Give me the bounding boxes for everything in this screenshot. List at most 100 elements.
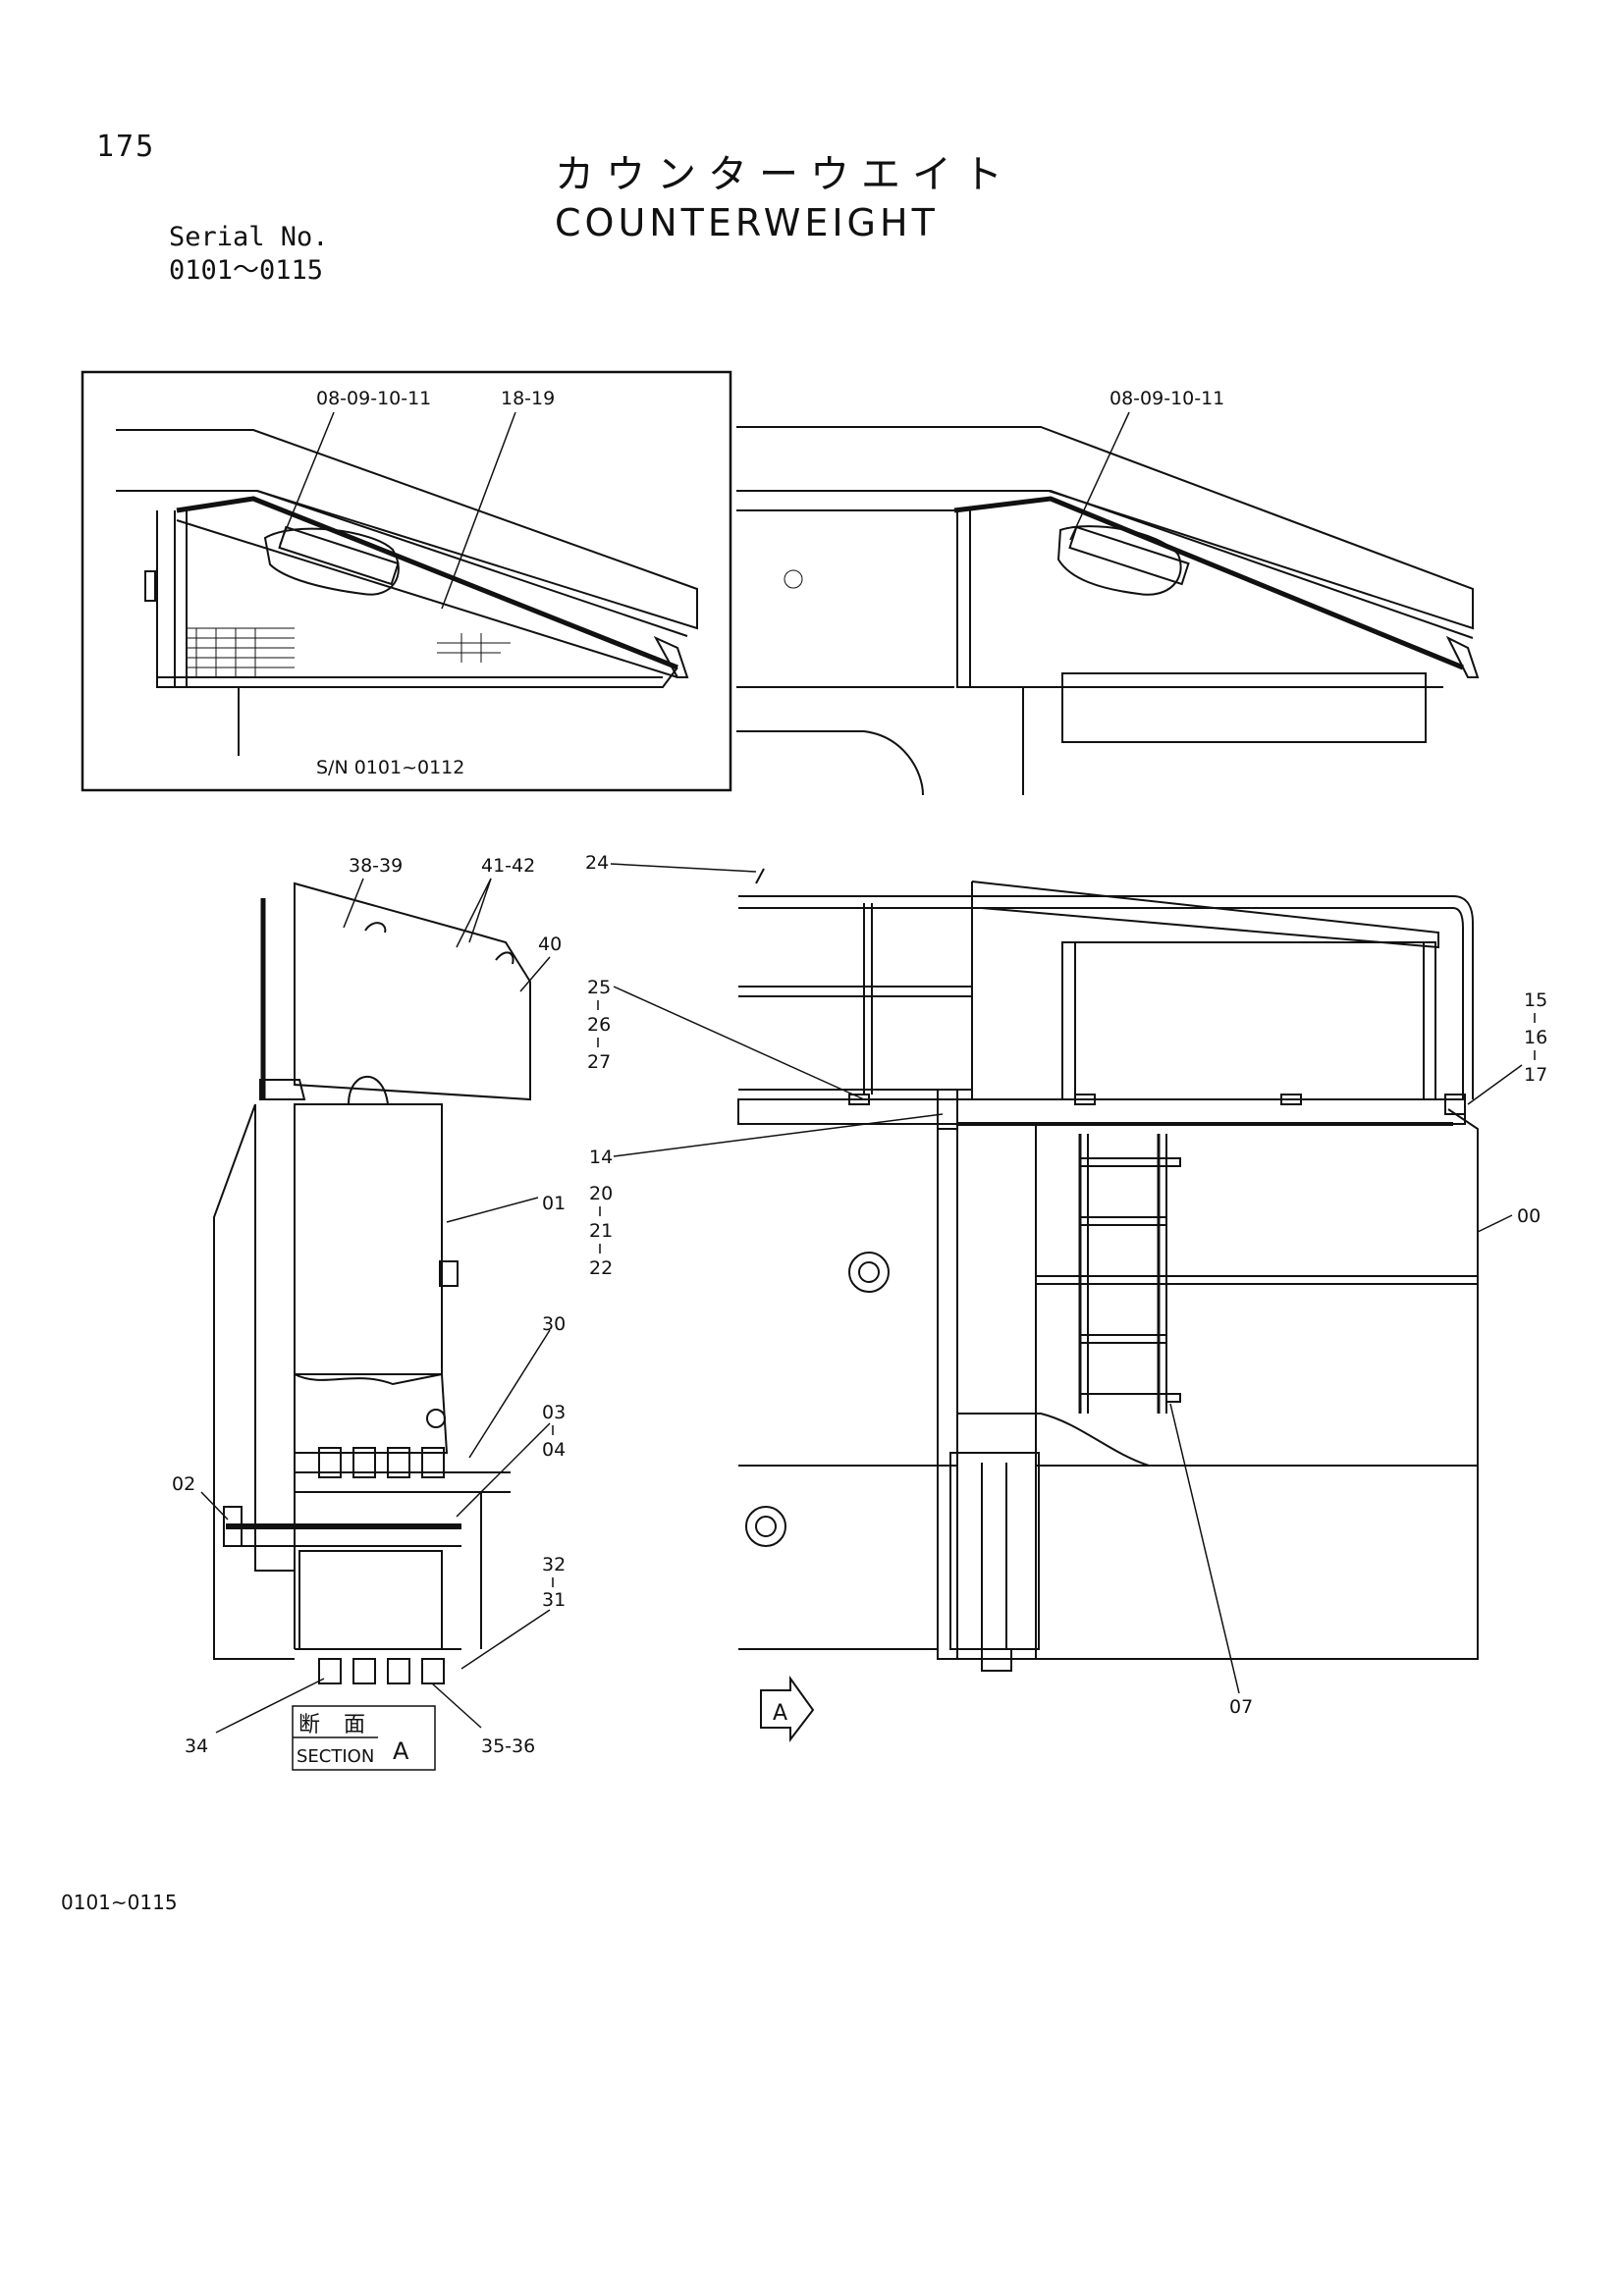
leader-line [431, 1682, 482, 1729]
side-plate [254, 1104, 296, 1572]
bolt [848, 1094, 870, 1105]
bolt [1074, 1094, 1096, 1105]
callout-label: 18-19 [501, 388, 555, 409]
callout-label: 17 [1524, 1064, 1547, 1086]
callout-label: 02 [172, 1473, 195, 1495]
leader-line [1169, 1403, 1240, 1694]
handrail-inner [738, 907, 1464, 1099]
side-latch [144, 570, 156, 602]
section-label-jp: 面 [344, 1713, 365, 1737]
leader-line [446, 1197, 539, 1223]
callout-label: 14 [589, 1147, 613, 1168]
cover-window [1061, 941, 1436, 1100]
slope-beam [953, 496, 1464, 670]
bolt-hole [426, 1409, 446, 1428]
top-cover [971, 881, 1439, 949]
step-box [1061, 672, 1427, 743]
leader-line [613, 986, 865, 1100]
callout-label: 34 [185, 1735, 208, 1757]
body-outline [156, 510, 678, 688]
slope-beam-lower [176, 519, 678, 678]
leader-line [610, 863, 757, 873]
callout-label: 21 [589, 1220, 613, 1242]
leader-line [468, 1329, 551, 1459]
callout-label: 01 [542, 1193, 566, 1214]
callout-label: 31 [542, 1589, 566, 1611]
bolt [1280, 1094, 1302, 1105]
callout-label: 16 [1524, 1027, 1547, 1048]
cover-mount [259, 1079, 306, 1100]
page-title: COUNTERWEIGHT [555, 201, 939, 244]
section-view: 38-39 41-42 40 01 30 03 04 02 32 31 34 3… [172, 855, 566, 1771]
ladder [1078, 1134, 1181, 1414]
callout-label: 24 [585, 852, 609, 874]
leader-line [468, 878, 492, 943]
lifting-eye [848, 1252, 890, 1293]
page-title-japanese: カウンターウエイト [555, 152, 1014, 197]
page-number: 175 [96, 130, 156, 164]
leader-line [441, 411, 516, 610]
callout-label: 40 [538, 934, 562, 955]
callout-label: 08-09-10-11 [1109, 388, 1224, 409]
callout-label: 26 [587, 1014, 611, 1036]
leader-line [1069, 411, 1130, 541]
leader-line [343, 878, 364, 929]
footer-serial-range: 0101~0115 [61, 1891, 178, 1914]
main-view: A 24 25 26 27 14 20 21 22 15 16 17 00 07 [585, 852, 1547, 1742]
lifting-eye-inner [858, 1261, 880, 1283]
roof-edge [116, 490, 688, 637]
handle [278, 525, 400, 586]
callout-label: 38-39 [349, 855, 403, 877]
hatch-mark [784, 569, 803, 589]
callout-label: 41-42 [481, 855, 535, 877]
leader-line [519, 956, 551, 992]
lifting-lug [348, 1075, 389, 1105]
leader-line [456, 878, 492, 948]
bolt [1444, 1094, 1466, 1115]
section-label-letter: A [393, 1737, 409, 1765]
section-label-jp: 断 [298, 1713, 320, 1737]
view-arrow-label: A [773, 1701, 787, 1726]
weight-block [294, 1103, 443, 1375]
callout-label: 04 [542, 1439, 566, 1461]
leader-line [279, 411, 335, 546]
lower-block [298, 1550, 443, 1650]
lifting-eye-inner [755, 1516, 777, 1537]
leader-line [460, 1609, 551, 1670]
callout-label: 00 [1517, 1205, 1541, 1227]
callout-label: 08-09-10-11 [316, 388, 431, 409]
u-bolt [495, 951, 514, 965]
serial-number-label: Serial No. [169, 222, 329, 252]
leader-line [456, 1422, 551, 1518]
serial-number-range: 0101～0115 [169, 255, 324, 286]
bolt-head [439, 1260, 459, 1287]
leader-line [215, 1678, 325, 1734]
handrail-top [738, 895, 1474, 1099]
break-line [294, 1372, 449, 1454]
section-label-en: SECTION [297, 1746, 374, 1767]
callout-label: 35-36 [481, 1735, 535, 1757]
cutaway-outline [263, 527, 400, 596]
counterweight-body [937, 1108, 1479, 1660]
bolt-head [981, 1648, 1012, 1672]
callout-label: 03 [542, 1402, 566, 1423]
handle [1068, 525, 1190, 586]
detail-frame [81, 370, 732, 792]
roof-edge [736, 490, 1474, 639]
curved-edge [736, 730, 924, 796]
callout-label: 15 [1524, 989, 1547, 1011]
body-outline [736, 509, 1443, 688]
leader-line [613, 1113, 944, 1157]
detail-top-left: 08-09-10-11 18-19 S/N 0101~0112 [81, 370, 732, 792]
leader-line [1467, 1064, 1523, 1105]
callout-label: 20 [589, 1183, 613, 1204]
bracket [1445, 635, 1480, 678]
callout-label: 25 [587, 977, 611, 998]
hatch-pattern [187, 627, 511, 677]
outer-shell [213, 1103, 295, 1660]
bracket [653, 635, 689, 678]
callout-label: 27 [587, 1051, 611, 1073]
support-stand [949, 1452, 1040, 1650]
walkway-plate [737, 1098, 1466, 1125]
